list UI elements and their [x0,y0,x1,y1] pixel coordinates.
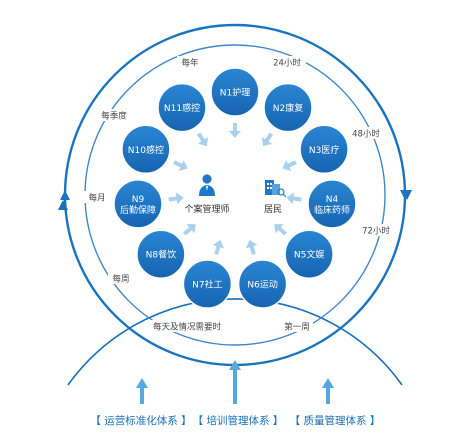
arrow-to-center-n2 [261,132,273,147]
node-n10: N10感控 [121,124,171,175]
case-manager-label: 个案管理师 [184,203,229,215]
building-icon [265,180,287,198]
node-label: N5文娱 [294,249,324,261]
time-labels: 每年 24小时 48小时 72小时 第一周 每天及情况需要时 每周 每月 每季度 [84,56,394,333]
node-circle [136,229,186,279]
label-weekly: 每周 [112,274,129,285]
node-n6: N6运动 [237,259,288,309]
label-quarterly: 每季度 [101,111,127,122]
node-circle [157,82,207,133]
footer-training-system: 【 培训管理体系 】 [193,414,284,427]
node-n2: N2康复 [263,82,313,133]
node-circle [182,259,233,309]
node-n11: N11感控 [157,82,207,133]
label-every-year: 每年 [181,58,199,69]
node-circle [307,179,357,229]
bottom-arrow-standard [136,378,148,404]
label-first-week: 第一周 [284,322,310,333]
node-circle [113,179,163,229]
node-label: 临床药师 [314,204,350,216]
middle-ring-arrowhead-left [60,190,70,200]
footer-labels: 【 运营标准化体系 】 【 培训管理体系 】 【 质量管理体系 】 [90,414,380,427]
node-label: 后勤保障 [120,204,156,216]
node-circle [210,67,260,117]
node-label: N8餐饮 [146,249,176,261]
arrow-to-center-n6 [245,239,258,255]
node-circle [121,124,171,175]
arrow-to-center-n10 [173,160,188,171]
arrow-to-center-n5 [274,224,287,236]
node-label: N9 [132,195,145,205]
node-label: N1护理 [220,87,250,99]
bottom-arrows [136,360,334,404]
label-72h: 72小时 [362,226,390,237]
node-label: N2康复 [273,102,303,114]
node-circle [237,259,288,309]
node-circle [284,229,334,279]
node-label: N10感控 [128,144,164,156]
arrow-to-center-n1 [229,123,241,138]
arrow-to-center-n9 [168,192,184,205]
node-circle [263,82,313,133]
node-circle [299,124,349,175]
label-monthly: 每月 [88,193,105,204]
node-label: N11感控 [164,102,200,114]
arrow-to-center-n3 [282,160,297,171]
node-n1: N1护理 [210,67,260,117]
node-label: N6运动 [247,280,277,291]
arrow-to-center-n11 [197,132,209,147]
node-n7: N7社工 [182,259,233,309]
arrow-to-center-n4 [286,192,302,205]
middle-ring-arrowhead-right [400,190,410,200]
node-n8: N8餐饮 [136,229,186,279]
bottom-arrow-training [229,360,241,404]
footer-standard-system: 【 运营标准化体系 】 [90,414,191,427]
node-n3: N3医疗 [299,124,349,175]
node-label: N4 [326,195,339,205]
node-label: N7社工 [192,279,222,291]
label-daily: 每天及情况需要时 [153,322,222,333]
arrow-to-center-n7 [212,239,225,255]
outer-cycle-arc [67,298,403,386]
node-n5: N5文娱 [284,229,334,279]
footer-quality-system: 【 质量管理体系 】 [290,414,381,427]
person-icon [199,174,215,196]
arrow-to-center-n8 [183,224,196,236]
resident-label: 居民 [264,204,282,215]
bottom-arrow-quality [322,378,334,404]
inner-arrows [168,123,302,255]
node-label: N3医疗 [309,144,339,156]
label-48h: 48小时 [352,129,380,140]
label-24h: 24小时 [273,58,301,69]
